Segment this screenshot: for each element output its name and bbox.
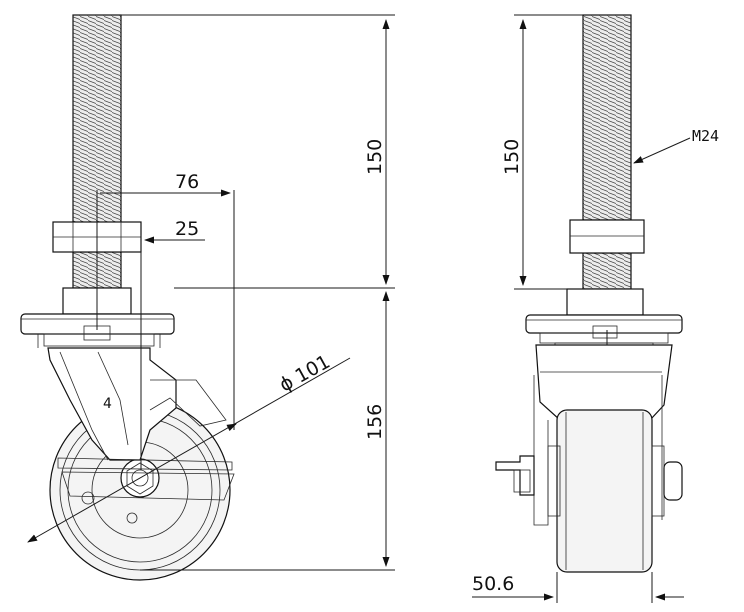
dim-wheel-diameter-text: 101 <box>292 351 334 388</box>
dim-side-stud-length-text: 150 <box>501 139 523 175</box>
front-view: 4 <box>20 14 235 581</box>
side-view <box>495 14 683 573</box>
thread-label: M24 <box>633 127 719 164</box>
bracket-mark: 4 <box>103 396 112 412</box>
side-stud-collar <box>566 288 644 316</box>
dim-total-height: 156 <box>140 291 395 571</box>
fork-bracket <box>47 347 177 461</box>
side-hex-nut <box>569 219 645 254</box>
dim-offset-inner-text: 25 <box>175 218 199 240</box>
dim-offset-inner: 25 <box>140 218 205 470</box>
dim-side-stud-length: 150 <box>501 14 583 290</box>
side-brake-lever <box>495 455 535 496</box>
side-axle-cap <box>663 461 683 501</box>
dim-offset-outer: 76 <box>100 171 235 430</box>
dim-total-height-text: 156 <box>364 404 386 440</box>
side-wheel <box>556 409 653 573</box>
thread-size-text: M24 <box>692 127 719 145</box>
side-fork <box>535 344 673 421</box>
dim-stud-length-text: 150 <box>364 139 386 175</box>
side-threaded-stud <box>582 14 632 221</box>
dim-stud-length: 150 <box>120 14 395 289</box>
dim-wheel-width-text: 50.6 <box>472 573 514 595</box>
dim-wheel-width: 50.6 <box>472 572 684 603</box>
side-threaded-stud-lower <box>582 252 632 290</box>
side-top-plate <box>525 314 683 334</box>
dim-offset-outer-text: 76 <box>175 171 199 193</box>
